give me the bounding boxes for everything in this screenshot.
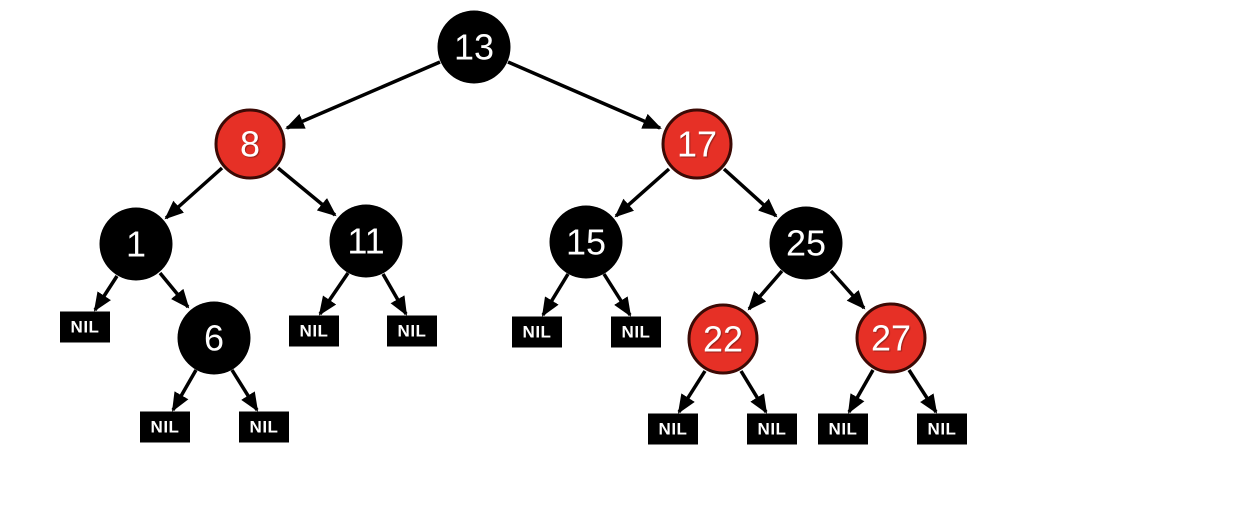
node-value: 22 <box>702 318 744 359</box>
nil-label: NIL <box>522 322 552 341</box>
edge-17-25 <box>722 167 778 218</box>
nil-label: NIL <box>658 419 688 438</box>
node-value: 25 <box>785 222 827 263</box>
edge-15-nil-r <box>602 273 632 317</box>
edge-27-nil-l <box>847 369 875 414</box>
nil-leaf-27-left: NIL <box>818 413 868 445</box>
node-value: 6 <box>203 317 225 358</box>
edge-13-17 <box>507 60 662 130</box>
edge-22-nil-r <box>739 370 768 414</box>
edge-6-nil-r <box>230 369 259 412</box>
nil-label: NIL <box>70 317 100 336</box>
nil-leaf-1-left: NIL <box>60 311 110 343</box>
tree-node-8: 8 <box>214 108 286 180</box>
nil-label: NIL <box>150 417 180 436</box>
edge-1-nil <box>93 275 119 312</box>
tree-node-15: 15 <box>549 205 623 279</box>
nil-leaf-22-right: NIL <box>747 413 797 445</box>
tree-node-13: 13 <box>437 10 511 84</box>
edge-6-nil-l <box>171 369 198 412</box>
nil-leaf-15-right: NIL <box>611 316 661 348</box>
edge-11-nil-l <box>318 272 350 316</box>
tree-node-1: 1 <box>99 207 173 281</box>
edge-11-nil-r <box>381 273 408 316</box>
nil-leaf-6-left: NIL <box>140 411 190 443</box>
nil-label: NIL <box>299 321 329 340</box>
edge-25-27 <box>829 269 866 310</box>
nil-label: NIL <box>927 419 957 438</box>
nil-label: NIL <box>757 419 787 438</box>
nil-leaf-6-right: NIL <box>239 411 289 443</box>
edge-27-nil-r <box>907 369 938 414</box>
nil-leaf-27-right: NIL <box>917 413 967 445</box>
nil-label: NIL <box>397 321 427 340</box>
nil-leaf-22-left: NIL <box>648 413 698 445</box>
nil-leaf-11-right: NIL <box>387 315 437 347</box>
node-value: 8 <box>239 123 261 164</box>
node-value: 13 <box>453 26 495 67</box>
node-value: 27 <box>870 317 912 358</box>
edge-15-nil-l <box>541 273 570 317</box>
node-value: 17 <box>676 123 718 164</box>
tree-node-27: 27 <box>855 302 927 374</box>
edge-8-1 <box>164 166 224 220</box>
nil-label: NIL <box>828 419 858 438</box>
nil-label: NIL <box>249 417 279 436</box>
nil-leaf-15-left: NIL <box>512 316 562 348</box>
tree-node-22: 22 <box>687 303 759 375</box>
node-value: 1 <box>125 223 147 264</box>
edge-1-6 <box>158 271 190 309</box>
tree-node-6: 6 <box>177 301 251 375</box>
edge-8-11 <box>276 166 337 217</box>
edge-17-15 <box>614 167 671 218</box>
edge-13-8 <box>285 60 441 130</box>
nil-leaf-11-left: NIL <box>289 315 339 347</box>
edge-25-22 <box>747 269 784 311</box>
nil-label: NIL <box>621 322 651 341</box>
tree-node-17: 17 <box>661 108 733 180</box>
edge-22-nil-l <box>677 370 707 414</box>
node-value: 15 <box>565 221 607 262</box>
tree-node-11: 11 <box>329 204 403 278</box>
tree-node-25: 25 <box>769 206 843 280</box>
node-value: 11 <box>347 220 385 261</box>
